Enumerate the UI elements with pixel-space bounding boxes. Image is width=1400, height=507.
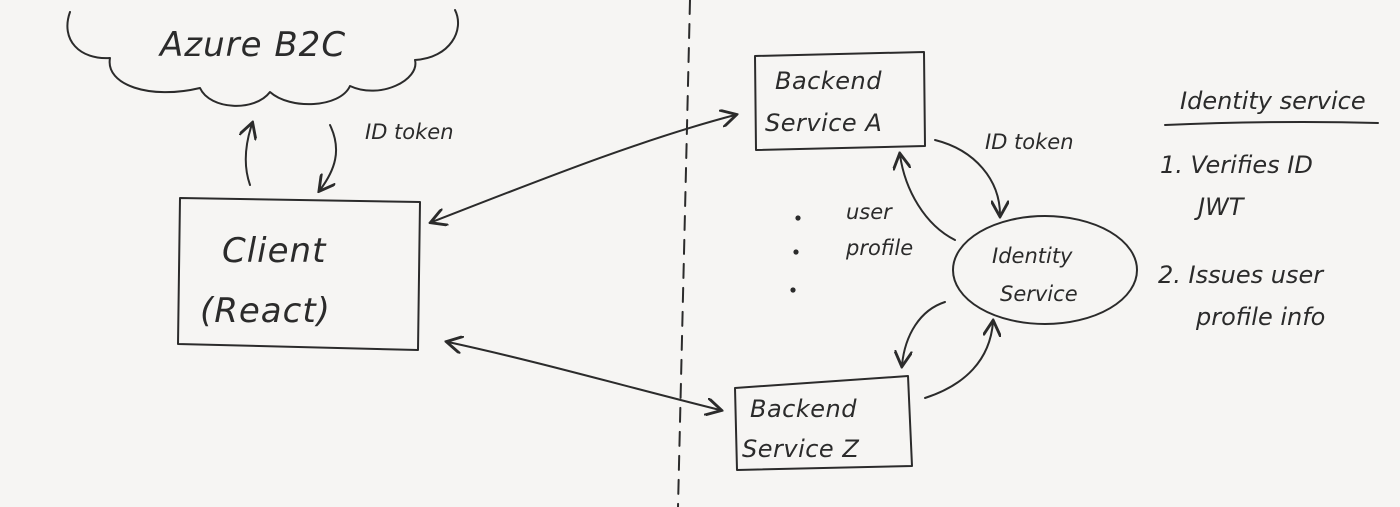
ellipsis-dot xyxy=(795,215,801,221)
boundary-dashed-line xyxy=(677,0,691,507)
azure-cloud-shape xyxy=(66,9,460,107)
service-a-label-line1: Backend xyxy=(775,67,882,95)
notes-item1-line1: 1. Verifies ID xyxy=(1160,151,1313,179)
identity-to-service-z-arrow xyxy=(902,301,946,365)
backend-service-z-box xyxy=(734,375,913,471)
client-service-z-arrow xyxy=(448,342,720,410)
identity-label-line2: Service xyxy=(1000,282,1078,306)
identity-label-line1: Identity xyxy=(992,244,1073,268)
notes-title-underline xyxy=(1164,120,1379,126)
ellipsis-dot xyxy=(793,249,799,255)
service-z-to-identity-arrow xyxy=(924,322,993,399)
client-react-label: (React) xyxy=(200,291,331,331)
client-box xyxy=(177,197,421,351)
service-z-label-line2: Service Z xyxy=(742,435,860,463)
identity-to-service-a-arrow xyxy=(900,155,956,241)
service-id-token-label: ID token xyxy=(985,130,1074,154)
notes-item2-line2: profile info xyxy=(1196,303,1326,331)
user-profile-label-line1: user xyxy=(846,200,892,224)
service-z-label-line1: Backend xyxy=(750,395,857,423)
backend-service-a-box xyxy=(754,51,926,151)
azure-b2c-label: Azure B2C xyxy=(160,25,347,65)
ellipsis-dot xyxy=(790,287,796,293)
service-a-label-line2: Service A xyxy=(765,109,883,137)
azure-to-client-arrow xyxy=(320,124,338,190)
user-profile-label-line2: profile xyxy=(846,236,914,260)
identity-service-ellipse xyxy=(952,215,1138,325)
azure-id-token-label: ID token xyxy=(365,120,454,144)
notes-item2-line1: 2. Issues user xyxy=(1158,261,1324,289)
notes-title: Identity service xyxy=(1180,87,1366,115)
client-service-a-arrow xyxy=(432,115,735,222)
client-label: Client xyxy=(222,231,327,271)
service-a-to-identity-arrow xyxy=(934,139,1000,215)
notes-item1-line2: JWT xyxy=(1198,193,1244,221)
client-to-azure-arrow xyxy=(246,124,252,186)
